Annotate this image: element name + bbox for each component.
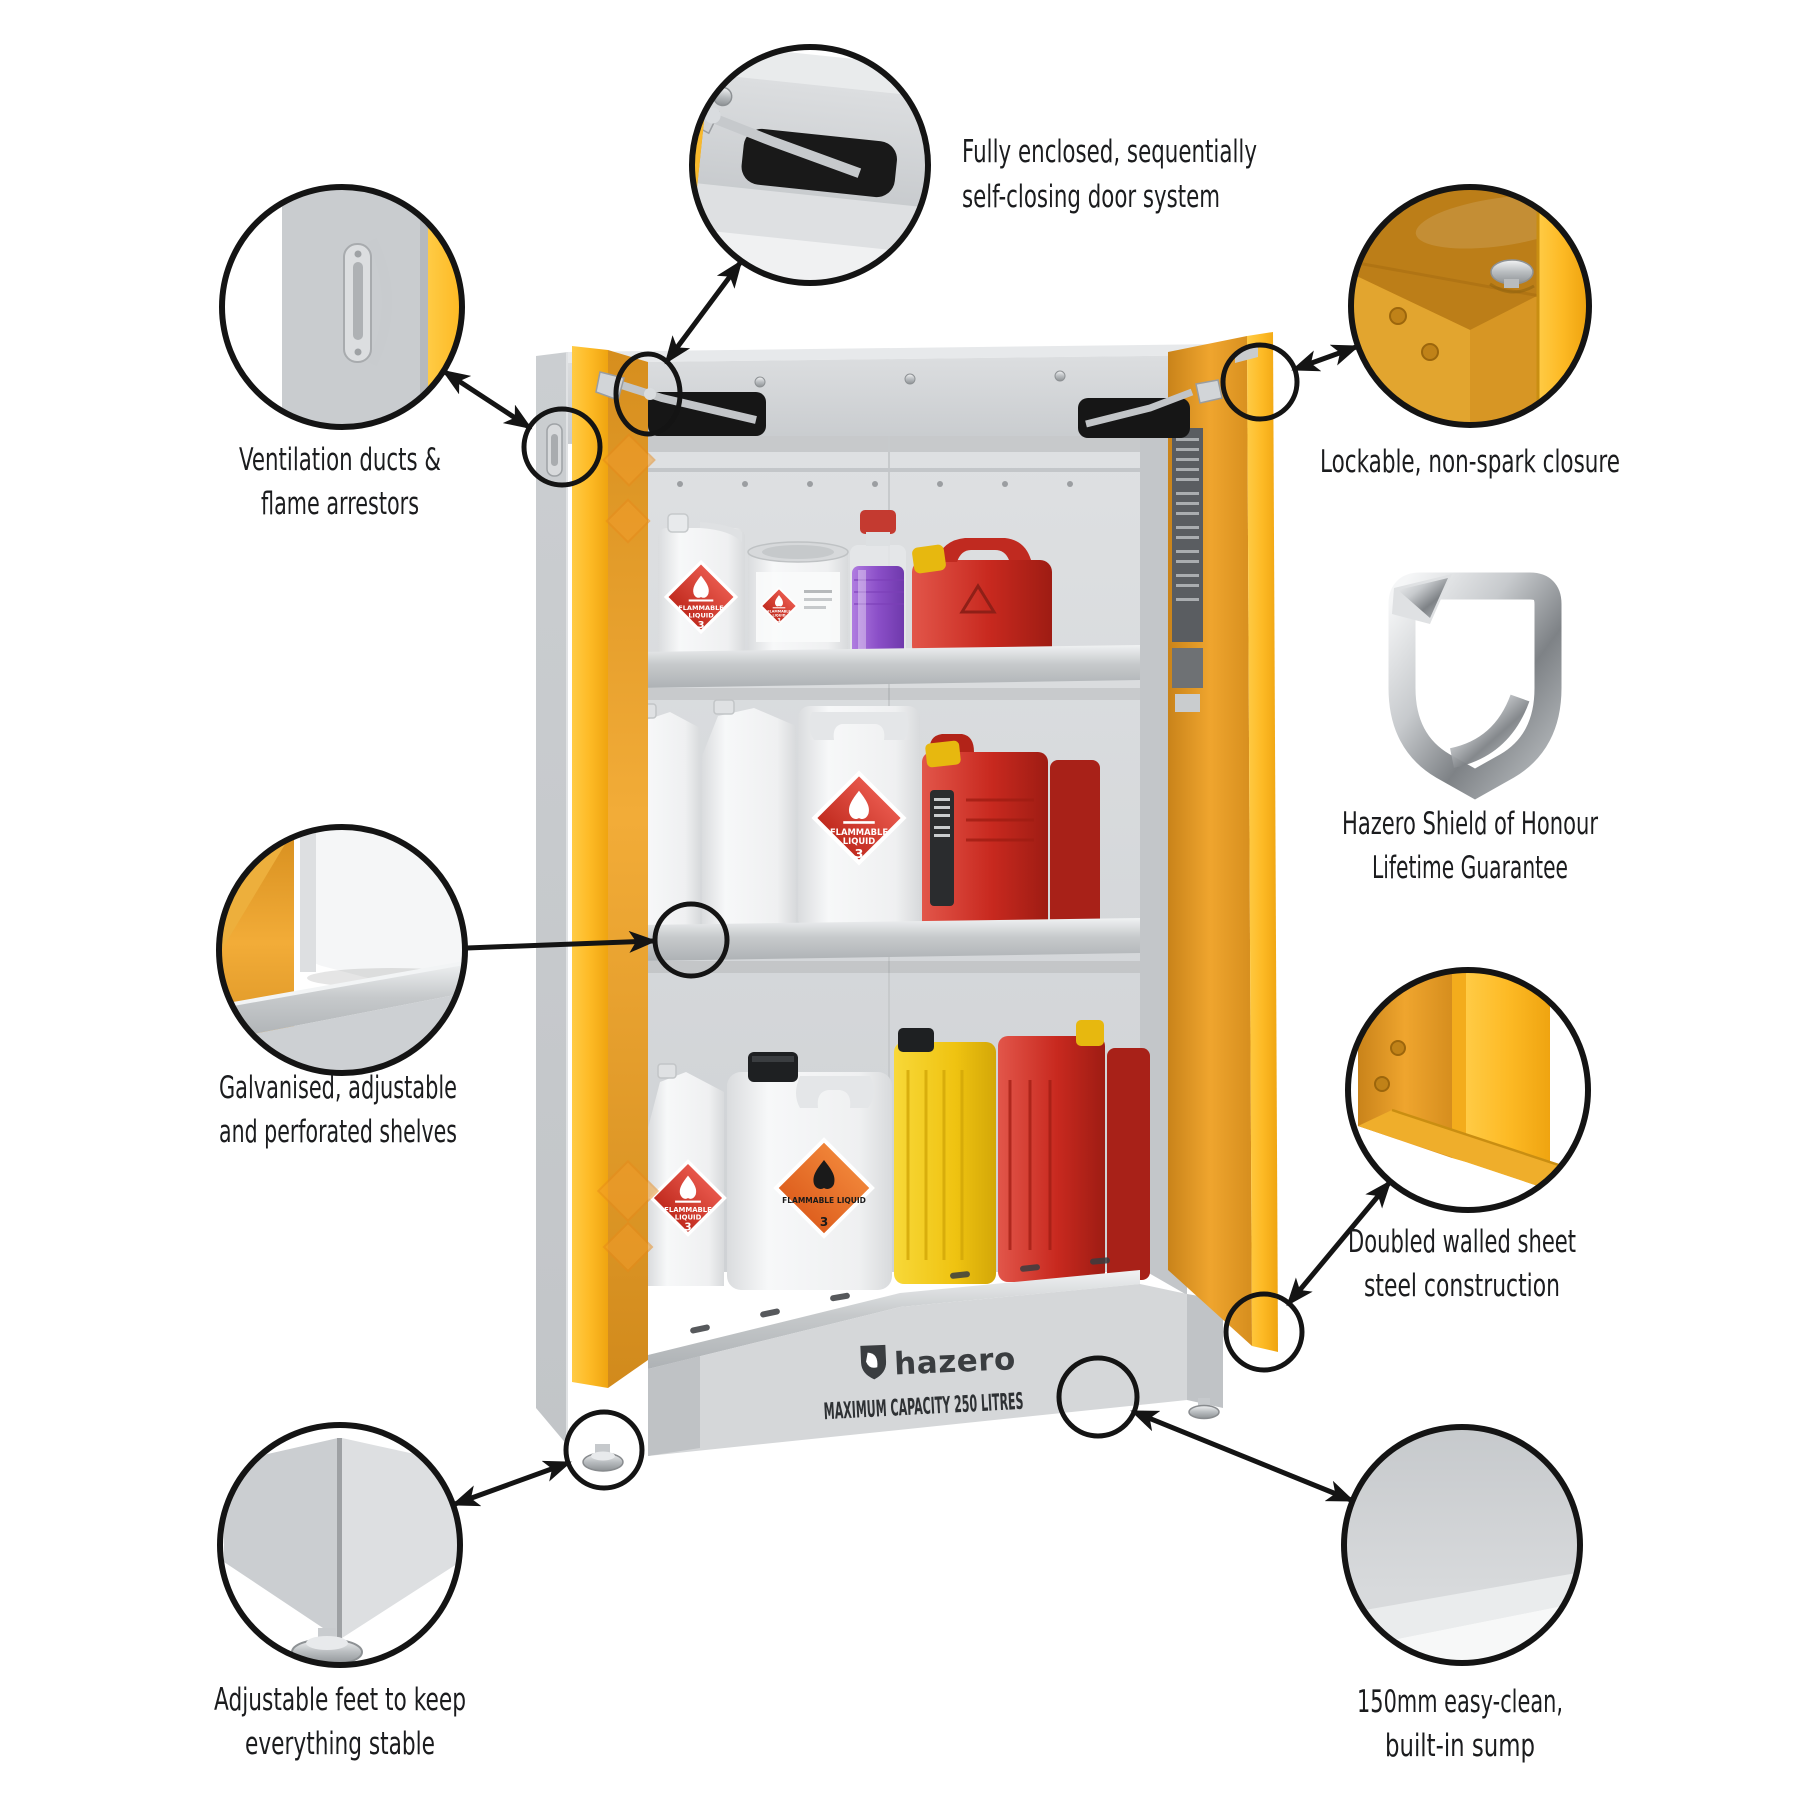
caption-feet-line2: everything stable (245, 1726, 435, 1762)
arrow-lockable (1291, 344, 1360, 372)
caption-double-wall-line1: Doubled walled sheet (1348, 1224, 1576, 1260)
left-door (572, 346, 660, 1388)
caption-double-wall-line2: steel construction (1364, 1268, 1560, 1304)
galvanised-shelf-lower (640, 918, 1140, 961)
target-circle-ventilation (521, 406, 603, 488)
detail-sump (1341, 1424, 1583, 1666)
white-f-style-can-2 (702, 699, 796, 930)
arrow-door-system (664, 259, 743, 365)
detail-shelves (216, 824, 468, 1076)
red-tall-jerrycan-2 (1107, 1048, 1150, 1280)
caption-shelves-line1: Galvanised, adjustable (219, 1070, 457, 1106)
detail-ventilation (219, 184, 465, 430)
magnifier-circle-ventilation (219, 184, 465, 430)
bottom-level-containers (648, 1020, 1150, 1290)
caption-shield-line2: Lifetime Guarantee (1372, 850, 1568, 886)
hazero-logo-text: hazero (893, 1341, 1016, 1382)
caption-shelves-line2: and perforated shelves (219, 1114, 457, 1150)
right-door (1168, 332, 1278, 1352)
adjustable-foot-left (582, 1444, 624, 1472)
middle-shelf-containers (626, 699, 1100, 932)
target-circle-feet (563, 1409, 645, 1491)
target-circle-double-wall (1223, 1291, 1305, 1373)
door-closer-right (1078, 379, 1223, 438)
caption-feet-line1: Adjustable feet to keep (214, 1682, 466, 1718)
cabinet-left-side-panel (536, 352, 568, 1446)
red-fuel-can (912, 538, 1052, 658)
vent-detail-icon (343, 237, 392, 367)
shield-of-honour-icon (1388, 572, 1562, 800)
back-wall-screws (677, 481, 1073, 487)
detail-door-system (689, 44, 931, 286)
sump-front-panel (648, 1284, 1187, 1456)
red-tall-fuel-can (922, 734, 1048, 932)
left-door-amber-face (608, 350, 648, 1388)
magnifier-circle-double-wall (1345, 967, 1591, 1213)
caption-ventilation-line2: flame arrestors (261, 486, 419, 522)
captions: Fully enclosed, sequentially self-closin… (214, 134, 1620, 1764)
non-spark-latch-icon (1489, 259, 1535, 294)
target-circle-door-system (613, 351, 683, 437)
safety-cabinet: hazero MAXIMUM CAPACITY 250 LITRES (536, 332, 1278, 1472)
magnifier-circle-feet (217, 1422, 463, 1668)
white-jerrycan-20l (727, 1052, 892, 1290)
floor-drain-slots (690, 1257, 1110, 1334)
right-door-msds-placard (1172, 428, 1203, 712)
caption-door-system-line2: self-closing door system (962, 179, 1220, 215)
yellow-jerrycan (894, 1028, 996, 1284)
red-tall-jerrycan-1 (998, 1020, 1105, 1282)
caption-lockable: Lockable, non-spark closure (1320, 444, 1620, 480)
caption-door-system-line1: Fully enclosed, sequentially (962, 134, 1257, 170)
vent-icon (546, 423, 563, 477)
left-door-ghost-labels (596, 433, 660, 1273)
purple-liquid-bottle (850, 510, 906, 658)
top-shelf-containers (658, 510, 1052, 658)
white-jerrycan-10l (798, 706, 920, 930)
arrow-sump (1130, 1409, 1355, 1503)
detail-lockable (1348, 184, 1592, 428)
adjustable-foot-detail-icon (291, 1628, 363, 1665)
detail-feet (217, 1422, 463, 1668)
detail-double-wall (1345, 967, 1591, 1213)
white-slim-can (648, 1063, 727, 1286)
hazero-logo: hazero (860, 1341, 1017, 1382)
arrow-double-wall (1286, 1179, 1392, 1307)
arrow-feet (451, 1460, 572, 1507)
target-circle-sump (1056, 1355, 1140, 1439)
cabinet-floor-edge (648, 1270, 1140, 1369)
left-door-yellow-edge (572, 346, 608, 1388)
right-door-yellow-edge (1247, 332, 1278, 1352)
red-can-partial (1050, 760, 1100, 930)
interior-rail (640, 468, 1140, 472)
magnifier-circle-shelves (216, 824, 468, 1076)
magnifier-circle-lockable (1348, 184, 1592, 428)
caption-sump-line2: built-in sump (1385, 1728, 1535, 1764)
caption-ventilation-line1: Ventilation ducts & (239, 442, 441, 478)
magnifier-circle-door-system (689, 44, 931, 286)
arrow-shelves (466, 930, 657, 953)
target-circle-lockable (1220, 342, 1300, 422)
caption-shield-line1: Hazero Shield of Honour (1342, 806, 1598, 842)
galvanised-shelf-upper (640, 645, 1140, 688)
arrow-ventilation (441, 369, 533, 430)
cabinet-right-bottom-side (1187, 1294, 1223, 1408)
white-paint-tin (747, 541, 849, 656)
caption-sump-line1: 150mm easy-clean, (1357, 1684, 1563, 1720)
white-jerrycan-5l (658, 513, 745, 656)
magnifier-circle-sump (1341, 1424, 1583, 1666)
